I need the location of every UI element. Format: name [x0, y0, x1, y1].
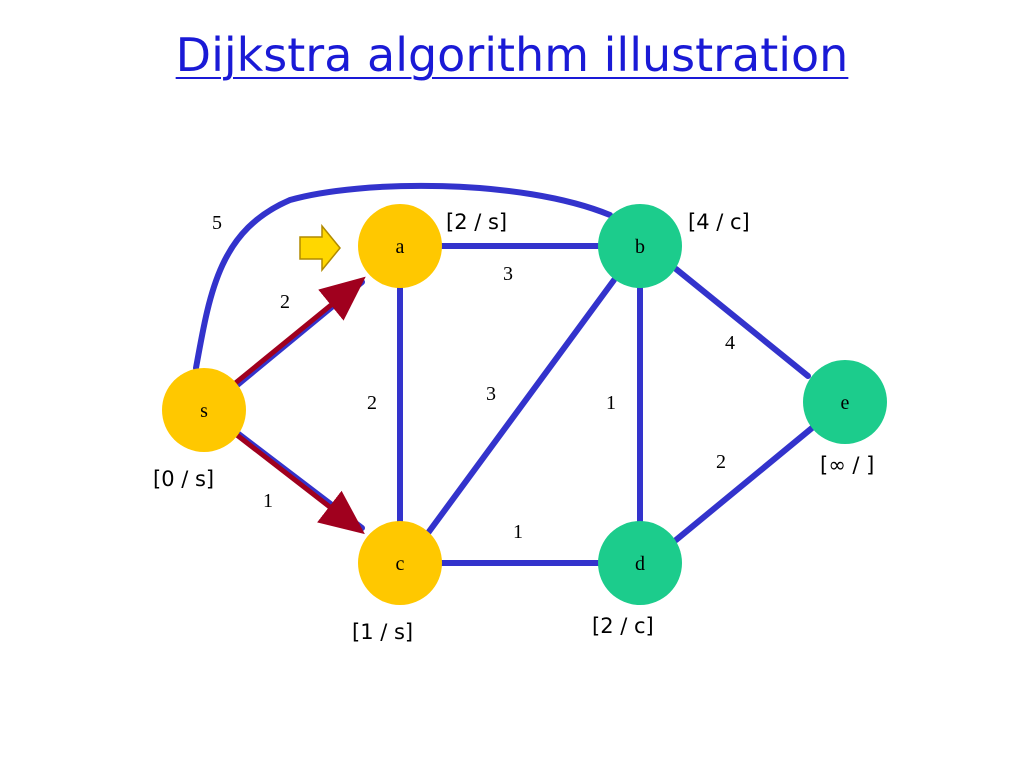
- edge-s-b: [193, 182, 613, 371]
- node-d: d: [598, 521, 682, 605]
- edge-weight-d-e: 2: [716, 451, 726, 473]
- node-e-circle: [803, 360, 887, 444]
- right-arrow-icon: [299, 223, 341, 273]
- node-a-annotation: [2 / s]: [446, 210, 507, 234]
- edge-weight-a-b: 3: [503, 263, 513, 285]
- tree-edge-s-a: [231, 276, 366, 387]
- node-c-circle: [358, 521, 442, 605]
- node-b-annotation: [4 / c]: [688, 210, 750, 234]
- node-e-label: e: [841, 392, 850, 414]
- edge-weight-s-c: 1: [263, 490, 273, 512]
- node-c-annotation: [1 / s]: [352, 620, 413, 644]
- node-c: c: [358, 521, 442, 605]
- node-b-label: b: [635, 236, 645, 258]
- node-a: a: [358, 204, 442, 288]
- node-s: s: [162, 368, 246, 452]
- node-a-label: a: [396, 236, 405, 258]
- edge-weight-s-b: 5: [212, 212, 222, 234]
- node-d-circle: [598, 521, 682, 605]
- node-e-annotation: [∞ / ]: [820, 453, 874, 477]
- edge-weight-s-a: 2: [280, 291, 290, 313]
- edge-weight-c-d: 1: [513, 521, 523, 543]
- edge-b-e: [673, 266, 811, 379]
- edge-weight-b-d: 1: [606, 392, 616, 414]
- node-e: e: [803, 360, 887, 444]
- node-a-circle: [358, 204, 442, 288]
- slide-title-text: Dijkstra algorithm illustration: [175, 28, 849, 82]
- node-b-circle: [598, 204, 682, 288]
- node-d-label: d: [635, 553, 645, 575]
- node-c-label: c: [396, 553, 405, 575]
- node-s-label: s: [200, 400, 208, 422]
- node-b: b: [598, 204, 682, 288]
- node-d-annotation: [2 / c]: [592, 614, 654, 638]
- edge-weight-c-b: 3: [486, 383, 496, 405]
- node-s-annotation: [0 / s]: [153, 467, 214, 491]
- edge-weight-a-c: 2: [367, 392, 377, 414]
- tree-edge-s-c: [231, 430, 365, 535]
- edge-c-b: [425, 277, 617, 536]
- node-s-circle: [162, 368, 246, 452]
- edge-d-e: [673, 425, 815, 543]
- slide-title: Dijkstra algorithm illustration: [0, 28, 1024, 82]
- edge-weight-b-e: 4: [725, 332, 735, 354]
